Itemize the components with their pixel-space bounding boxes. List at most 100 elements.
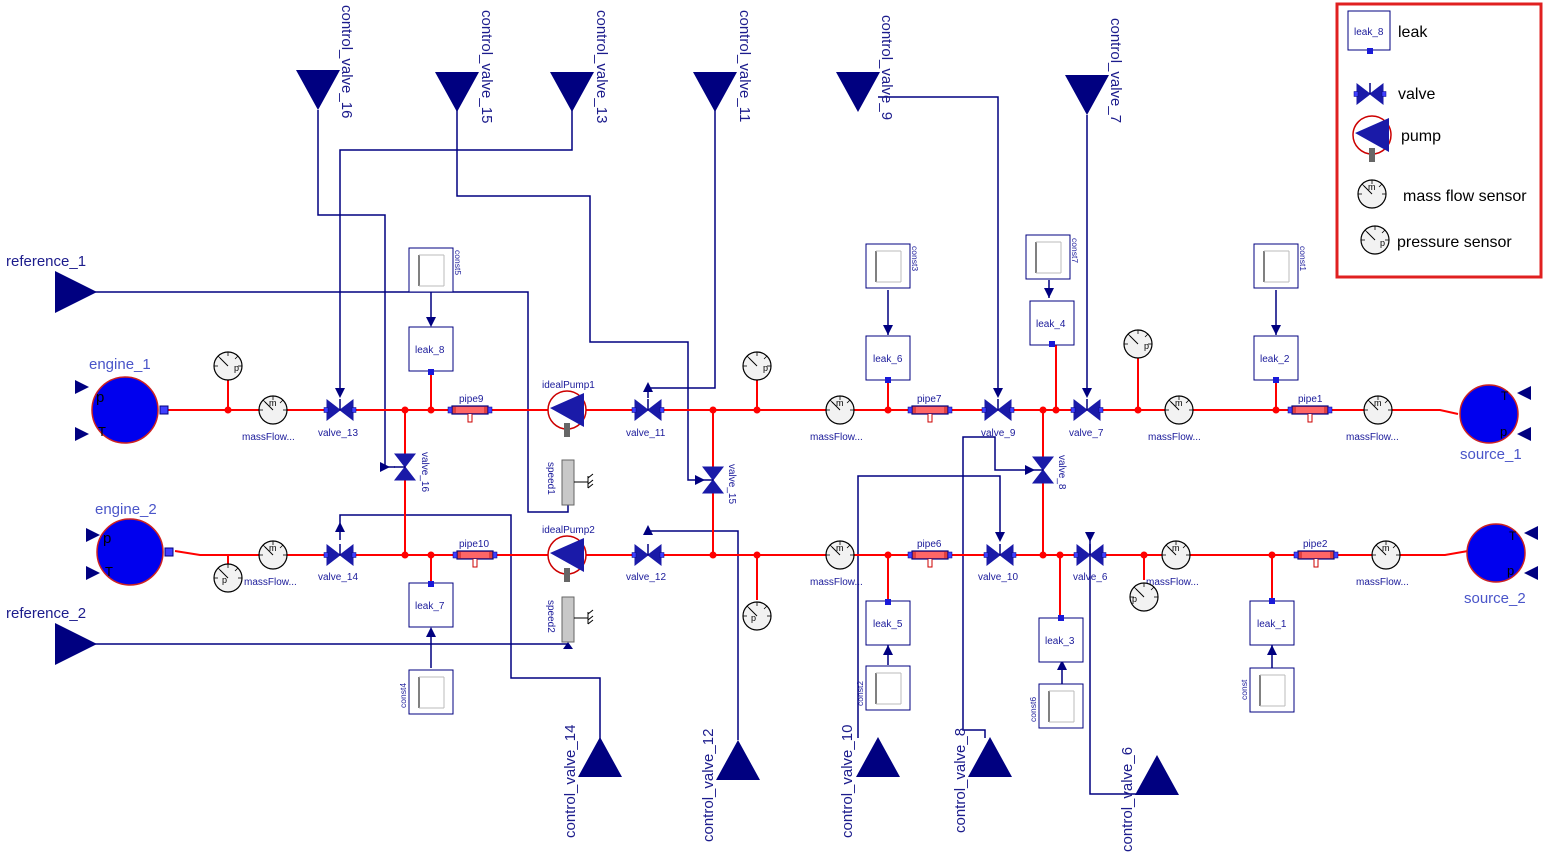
label-control-valve-16: control_valve_16 <box>338 5 355 118</box>
const1[interactable] <box>1253 243 1299 289</box>
input-control-valve-9[interactable] <box>836 72 880 112</box>
mass-flow-sensor-7[interactable]: m <box>1161 540 1191 570</box>
leak-6[interactable] <box>865 335 911 383</box>
label-control-valve-13: control_valve_13 <box>593 10 610 123</box>
mass-flow-sensor-4[interactable]: m <box>1363 395 1393 425</box>
engine-2-port-t: T <box>105 564 113 579</box>
speed2[interactable] <box>561 596 594 643</box>
legend-mass-flow-sensor-label: mass flow sensor <box>1403 188 1527 205</box>
leak-4[interactable] <box>1029 300 1075 347</box>
source-2-port-p: p <box>1507 563 1514 578</box>
mass-flow-sensor-8[interactable]: m <box>1371 540 1401 570</box>
pipe10[interactable] <box>452 550 498 568</box>
engine-2[interactable]: p T <box>86 518 174 586</box>
source-2[interactable]: T p <box>1466 523 1538 583</box>
valve-10[interactable] <box>983 543 1017 566</box>
leak-7[interactable] <box>408 581 454 628</box>
input-control-valve-7[interactable] <box>1065 75 1109 115</box>
mass-flow-sensor-1[interactable]: m <box>258 395 288 425</box>
const5[interactable] <box>408 247 454 293</box>
valve-16[interactable] <box>393 453 416 481</box>
mass-flow-sensor-6[interactable]: m <box>825 540 855 570</box>
input-control-valve-10[interactable] <box>856 737 900 777</box>
input-control-valve-16[interactable] <box>296 70 340 110</box>
input-control-valve-14[interactable] <box>578 737 622 777</box>
label-massflow-2: massFlow... <box>810 432 863 443</box>
input-control-valve-6[interactable] <box>1135 755 1179 795</box>
pipe1[interactable] <box>1287 405 1333 423</box>
valve-8[interactable] <box>1031 456 1054 484</box>
valve-15[interactable] <box>701 466 724 494</box>
valve-9[interactable] <box>981 398 1015 421</box>
const[interactable] <box>1249 667 1295 713</box>
const3[interactable] <box>865 243 911 289</box>
sensor-p-letter: p <box>222 575 227 585</box>
label-ideal-pump-2: idealPump2 <box>542 525 595 536</box>
leak-3[interactable] <box>1038 615 1084 663</box>
input-reference-1[interactable] <box>55 271 97 313</box>
label-valve-7: valve_7 <box>1069 428 1104 439</box>
input-control-valve-11[interactable] <box>693 72 737 112</box>
label-leak-3: leak_3 <box>1045 636 1075 647</box>
leak-1[interactable] <box>1249 598 1295 646</box>
pressure-sensor-1[interactable]: p <box>213 351 243 381</box>
label-engine-1: engine_1 <box>89 356 151 373</box>
leak-5[interactable] <box>865 599 911 646</box>
const6[interactable] <box>1038 683 1084 729</box>
label-pipe6: pipe6 <box>917 539 942 550</box>
const2[interactable] <box>865 665 911 711</box>
mass-flow-sensor-5[interactable]: m <box>258 540 288 570</box>
mass-flow-sensor-2[interactable]: m <box>825 395 855 425</box>
valve-14[interactable] <box>323 543 357 566</box>
leak-8[interactable] <box>408 326 454 375</box>
label-valve-9: valve_9 <box>981 428 1016 439</box>
source-1[interactable]: T p <box>1459 384 1531 444</box>
engine-1[interactable]: p T <box>75 376 169 444</box>
sensor-m-letter: m <box>269 543 277 553</box>
legend-mass-flow-sensor-icon: m <box>1357 179 1387 209</box>
input-control-valve-15[interactable] <box>435 72 479 112</box>
label-const4: const4 <box>398 683 408 708</box>
input-control-valve-8[interactable] <box>968 737 1012 777</box>
input-control-valve-12[interactable] <box>716 740 760 780</box>
signal-arrows <box>335 288 1281 670</box>
pipe9[interactable] <box>447 405 493 423</box>
mass-flow-sensor-3[interactable]: m <box>1164 395 1194 425</box>
valve-13[interactable] <box>323 398 357 421</box>
const4[interactable] <box>408 669 454 715</box>
const7[interactable] <box>1025 234 1071 280</box>
label-massflow-3: massFlow... <box>1148 432 1201 443</box>
speed1[interactable] <box>561 459 594 506</box>
label-valve-10: valve_10 <box>978 572 1018 583</box>
label-valve-16: valve_16 <box>419 452 430 492</box>
label-source-1: source_1 <box>1460 446 1522 463</box>
input-reference-2[interactable] <box>55 623 97 665</box>
ideal-pump-1[interactable] <box>547 390 587 438</box>
label-control-valve-7: control_valve_7 <box>1107 18 1124 123</box>
valve-12[interactable] <box>631 543 665 566</box>
label-speed1: speed1 <box>545 462 556 495</box>
label-leak-2: leak_2 <box>1260 354 1290 365</box>
valve-11[interactable] <box>631 398 665 421</box>
label-control-valve-6: control_valve_6 <box>1119 747 1136 852</box>
pipe7[interactable] <box>907 405 953 423</box>
pipe6[interactable] <box>907 550 953 568</box>
input-control-valve-13[interactable] <box>550 72 594 112</box>
label-reference-2: reference_2 <box>6 605 86 622</box>
label-control-valve-8: control_valve_8 <box>952 728 969 833</box>
pressure-sensor-6[interactable]: p <box>1129 582 1159 612</box>
pressure-sensor-2[interactable]: p <box>742 351 772 381</box>
valve-7[interactable] <box>1070 398 1104 421</box>
pressure-sensor-5[interactable]: p <box>742 601 772 631</box>
label-leak-1: leak_1 <box>1257 619 1287 630</box>
legend-pressure-sensor-icon: p <box>1360 225 1390 255</box>
label-pipe10: pipe10 <box>459 539 489 550</box>
label-const7: const7 <box>1070 238 1080 263</box>
leak-2[interactable] <box>1253 335 1299 383</box>
legend-valve-label: valve <box>1398 86 1435 103</box>
pressure-sensor-4[interactable]: p <box>213 563 243 593</box>
pipe2[interactable] <box>1293 550 1339 568</box>
pressure-sensor-3[interactable]: p <box>1123 329 1153 359</box>
ideal-pump-2[interactable] <box>547 535 587 583</box>
